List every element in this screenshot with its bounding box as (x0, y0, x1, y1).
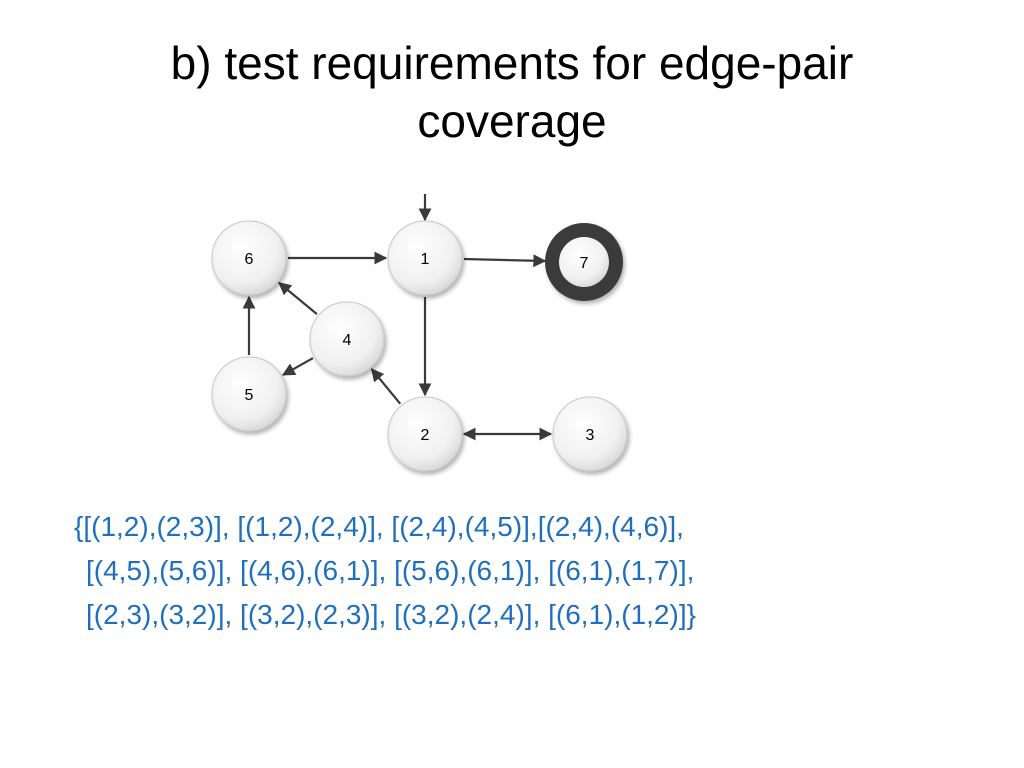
node-label: 7 (580, 255, 589, 272)
node-3: 3 (552, 396, 628, 472)
edge-2-4 (370, 368, 402, 405)
node-label: 5 (245, 387, 254, 404)
node-label: 2 (421, 427, 430, 444)
node-label: 3 (586, 427, 595, 444)
edge-4-6 (278, 281, 318, 316)
node-label: 6 (245, 251, 254, 268)
node-circle (552, 396, 628, 472)
node-circle (387, 396, 463, 472)
requirements-line-3: [(2,3),(3,2)], [(3,2),(2,3)], [(3,2),(2,… (86, 599, 696, 630)
requirements-line-2: [(4,5),(5,6)], [(4,6),(6,1)], [(5,6),(6,… (86, 555, 695, 586)
test-requirements-set: {[(1,2),(2,3)], [(1,2),(2,4)], [(2,4),(4… (60, 505, 970, 637)
edge-1-7 (463, 254, 547, 268)
node-circle (309, 301, 385, 377)
requirements-line-1: {[(1,2),(2,3)], [(1,2),(2,4)], [(2,4),(4… (74, 511, 684, 542)
slide-title: b) test requirements for edge-pair cover… (40, 34, 984, 150)
node-label: 4 (343, 332, 352, 349)
node-1: 1 (387, 220, 463, 296)
edge-4-5 (281, 357, 314, 376)
node-5: 5 (211, 356, 287, 432)
node-label: 1 (421, 251, 430, 268)
node-6: 6 (211, 220, 287, 296)
title-line-2: coverage (417, 95, 607, 147)
final-node-inner (559, 237, 609, 287)
node-4: 4 (309, 301, 385, 377)
nodes-layer: 1 2 3 4 5 6 7 (211, 220, 628, 472)
node-2: 2 (387, 396, 463, 472)
edges-layer (242, 194, 553, 441)
node-circle (211, 220, 287, 296)
node-circle (387, 220, 463, 296)
title-line-1: b) test requirements for edge-pair (170, 37, 854, 89)
node-7-final: 7 (545, 223, 623, 301)
node-circle (211, 356, 287, 432)
